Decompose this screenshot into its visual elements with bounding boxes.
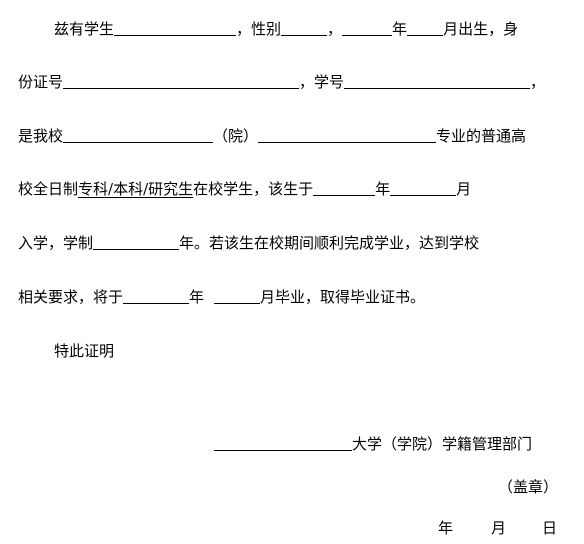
text-student-number: ，学号 [299,73,345,91]
text-major: 专业的普通高 [436,127,527,145]
degree-level-options[interactable]: 专科/本科/研究生 [78,180,194,198]
text-date-year: 年 [438,519,454,537]
signature-line: 大学（学院）学籍管理部门 [214,434,532,456]
text-hereby-certify: 特此证明 [54,342,115,360]
text-born: 月出生，身 [443,20,519,38]
closing-text: 特此证明 [54,341,114,363]
text-year-3: 年 [189,288,205,306]
birth-month-blank[interactable] [407,19,444,36]
grad-year-blank[interactable] [123,287,190,304]
text-our-school: 是我校 [18,127,64,145]
text-graduation: 月毕业，取得毕业证书。 [260,288,426,306]
line-4: 校全日制专科/本科/研究生在校学生，该生于 年 月 [18,179,471,201]
gender-blank[interactable] [281,19,328,36]
text-year: 年 [392,20,408,38]
text-will-graduate: 相关要求，将于 [18,288,124,306]
text-seal: （盖章） [498,478,559,496]
program-length-blank[interactable] [93,233,180,250]
line-6: 相关要求，将于 年 月毕业，取得毕业证书。 [18,287,425,309]
text-requirements: 年。若该生在校期间顺利完成学业，达到学校 [179,234,480,252]
text-year-2: 年 [375,180,391,198]
text-full-time: 校全日制 [18,180,79,198]
text-student-prefix: 兹有学生 [54,20,115,38]
id-number-blank[interactable] [63,72,300,89]
birth-year-blank[interactable] [342,19,393,36]
department-blank[interactable] [63,126,214,143]
student-name-blank[interactable] [114,19,237,36]
text-date-day: 日 [542,519,558,537]
line-2: 份证号 ，学号 ， [18,72,545,94]
text-date-month: 月 [491,519,507,537]
grad-month-blank[interactable] [214,287,261,304]
student-number-blank[interactable] [344,72,531,89]
text-comma: ， [327,20,343,38]
university-name-blank[interactable] [214,434,352,451]
text-program-length: 入学，学制 [18,234,94,252]
line-3: 是我校 （院） 专业的普通高 [18,126,526,148]
text-gender: ，性别 [236,20,282,38]
major-blank[interactable] [258,126,437,143]
text-month-2: 月 [456,180,472,198]
seal-line: （盖章） [498,477,558,499]
line-1: 兹有学生 ，性别 ， 年 月出生，身 [54,19,518,41]
text-college: （院） [213,127,259,145]
enroll-month-blank[interactable] [390,179,457,196]
date-line: 年月日 [438,518,557,540]
line-5: 入学，学制 年。若该生在校期间顺利完成学业，达到学校 [18,233,479,255]
text-id-number: 份证号 [18,73,64,91]
text-registry-dept: 大学（学院）学籍管理部门 [352,435,533,453]
text-enrolled: 在校学生，该生于 [193,180,314,198]
text-comma-2: ， [530,73,546,91]
enroll-year-blank[interactable] [313,179,376,196]
